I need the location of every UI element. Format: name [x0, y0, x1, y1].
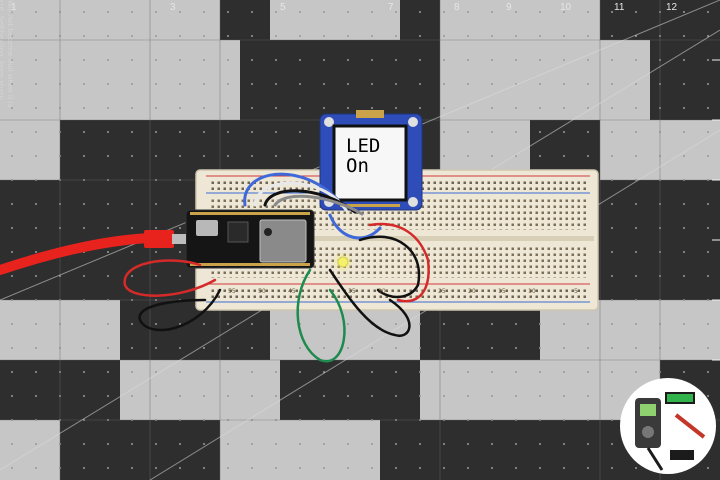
mat-number: 3 — [170, 2, 176, 13]
breadboard-number: 35 — [348, 288, 356, 295]
mat-side-text: Will not become dull when it is cut. Sel… — [0, 0, 14, 108]
electronics-logo-icon — [620, 378, 716, 474]
mat-number: 11 — [614, 2, 625, 13]
mat-number: 5 — [280, 2, 286, 13]
mat-number: 7 — [388, 2, 394, 13]
mat-number: 1 — [11, 2, 17, 13]
jumper-wires — [123, 172, 430, 363]
oled-line-2: On — [346, 155, 369, 177]
led — [334, 253, 352, 271]
mat-number: 8 — [454, 2, 460, 13]
breadboard-number: 25 — [438, 288, 446, 295]
breadboard-number: 50 — [258, 288, 266, 295]
breadboard-number: 20 — [468, 288, 476, 295]
breadboard-number: 45 — [288, 288, 296, 295]
breadboard-number: 5 — [574, 288, 578, 295]
oled-screen-text: LED On — [346, 136, 396, 176]
usb-cable — [0, 230, 186, 275]
breadboard-number: 15 — [498, 288, 506, 295]
breadboard-number: 30 — [378, 288, 386, 295]
mat-number: 10 — [560, 2, 572, 13]
mat-number: 12 — [666, 2, 678, 13]
oled-line-1: LED — [346, 135, 381, 157]
oled-display-module — [319, 110, 423, 211]
esp32-feather-board — [185, 209, 315, 269]
mat-number: 9 — [506, 2, 512, 13]
breadboard-number: 10 — [528, 288, 536, 295]
breadboard-number: 55 — [228, 288, 236, 295]
